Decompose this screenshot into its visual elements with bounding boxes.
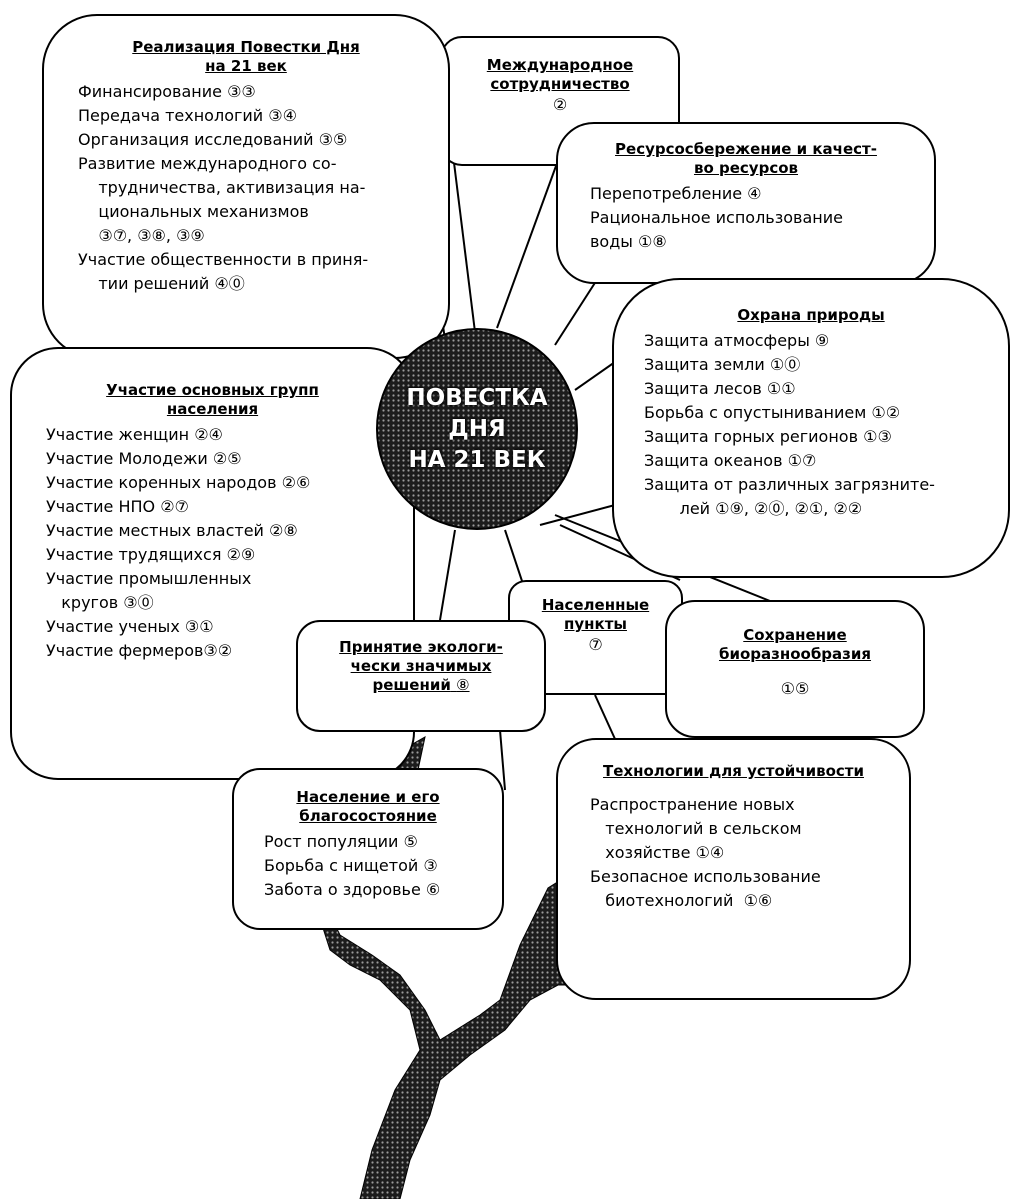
groups-item: кругов ③⓪: [46, 593, 154, 612]
population-item: Забота о здоровье ⑥: [264, 880, 441, 899]
biodiversity-title-line-2: биоразнообразия: [718, 645, 872, 663]
technologies-item: Распространение новых: [590, 795, 795, 814]
realization-item: Организация исследований ③⑤: [78, 130, 348, 149]
connector-nature-2: [539, 504, 616, 526]
resources-item: Перепотребление ④: [590, 184, 762, 203]
decisions-title-line-2: чески значимых: [350, 657, 492, 675]
decisions-bubble: Принятие экологи- чески значимых решений…: [296, 620, 546, 732]
technologies-item: биотехнологий ①⑥: [590, 891, 773, 910]
nature-item: Защита земли ①⓪: [644, 355, 801, 374]
cooperation-title-line-2: сотрудничество: [490, 75, 630, 93]
cooperation-number: ②: [552, 95, 568, 114]
population-title-line-2: благосостояние: [299, 807, 437, 825]
groups-item: Участие НПО ②⑦: [46, 497, 189, 516]
realization-item: Участие общественности в приня-: [78, 250, 369, 269]
population-bubble: Население и его благосостояние Рост попу…: [232, 768, 504, 930]
realization-item: Передача технологий ③④: [78, 106, 297, 125]
resources-item: Рациональное использование: [590, 208, 843, 227]
resources-item: воды ①⑧: [590, 232, 667, 251]
groups-title-line-1: Участие основных групп: [106, 381, 319, 399]
center-line-2: ДНЯ: [448, 415, 506, 442]
technologies-item: хозяйстве ①④: [590, 843, 725, 862]
connector-resources: [554, 274, 601, 346]
connector-cooperation: [496, 154, 561, 329]
connector-population: [499, 729, 506, 791]
realization-item: тии решений ④⓪: [78, 274, 245, 293]
population-title-line-1: Население и его: [296, 788, 440, 806]
cooperation-title-line-1: Международное: [486, 56, 634, 74]
center-line-3: НА 21 ВЕК: [408, 446, 546, 473]
decisions-number: ⑧: [456, 676, 470, 694]
technologies-item: технологий в сельском: [590, 819, 802, 838]
nature-item: Защита от различных загрязните-: [644, 475, 935, 494]
resources-bubble: Ресурсосбережение и качест- во ресурсов …: [556, 122, 936, 284]
biodiversity-number: ①⑤: [780, 679, 810, 698]
population-item: Рост популяции ⑤: [264, 832, 418, 851]
nature-item: Защита горных регионов ①③: [644, 427, 892, 446]
settlements-title-line-2: пункты: [564, 615, 627, 633]
nature-item: Защита лесов ①①: [644, 379, 796, 398]
groups-item: Участие женщин ②④: [46, 425, 223, 444]
biodiversity-title-line-1: Сохранение: [743, 626, 847, 644]
groups-item: Участие промышленных: [46, 569, 252, 588]
realization-item: Финансирование ③③: [78, 82, 256, 101]
realization-item: ③⑦, ③⑧, ③⑨: [78, 226, 205, 245]
realization-item: трудничества, активизация на-: [78, 178, 366, 197]
center-title: ПОВЕСТКА ДНЯ НА 21 ВЕК: [376, 328, 578, 530]
nature-item: лей ①⑨, ②⓪, ②①, ②②: [644, 499, 863, 518]
center-circle: [376, 328, 578, 530]
groups-item: Участие ученых ③①: [46, 617, 214, 636]
settlements-number: ⑦: [588, 635, 603, 654]
groups-title-line-2: населения: [166, 400, 259, 418]
technologies-title: Технологии для устойчивости: [603, 762, 864, 780]
groups-item: Участие Молодежи ②⑤: [46, 449, 242, 468]
nature-bubble: Охрана природы Защита атмосферы ⑨ Защита…: [612, 278, 1010, 578]
groups-item: Участие местных властей ②⑧: [46, 521, 298, 540]
groups-item: Участие коренных народов ②⑥: [46, 473, 311, 492]
resources-title-line-1: Ресурсосбережение и качест-: [615, 140, 877, 158]
resources-title-line-2: во ресурсов: [693, 159, 799, 177]
connector-decisions: [439, 529, 456, 621]
groups-item: Участие трудящихся ②⑨: [46, 545, 256, 564]
settlements-title-line-1: Населенные: [541, 596, 650, 614]
biodiversity-bubble: Сохранение биоразнообразия ①⑤: [665, 600, 925, 738]
realization-title-line-1: Реализация Повестки Дня: [132, 38, 360, 56]
technologies-bubble: Технологии для устойчивости Распростране…: [556, 738, 911, 1000]
center-line-1: ПОВЕСТКА: [406, 384, 548, 411]
realization-title-line-2: на 21 век: [205, 57, 287, 75]
groups-item: Участие фермеров③②: [46, 641, 233, 660]
nature-item: Защита атмосферы ⑨: [644, 331, 830, 350]
realization-bubble: Реализация Повестки Дня на 21 век Финанс…: [42, 14, 450, 359]
technologies-item: Безопасное использование: [590, 867, 821, 886]
realization-item: циональных механизмов: [78, 202, 309, 221]
realization-item: Развитие международного со-: [78, 154, 337, 173]
nature-item: Защита океанов ①⑦: [644, 451, 817, 470]
decisions-title-line-1: Принятие экологи-: [339, 638, 503, 656]
population-item: Борьба с нищетой ③: [264, 856, 438, 875]
nature-item: Борьба с опустыниванием ①②: [644, 403, 901, 422]
decisions-title-line-3: решений: [372, 676, 451, 694]
nature-title: Охрана природы: [737, 306, 885, 324]
